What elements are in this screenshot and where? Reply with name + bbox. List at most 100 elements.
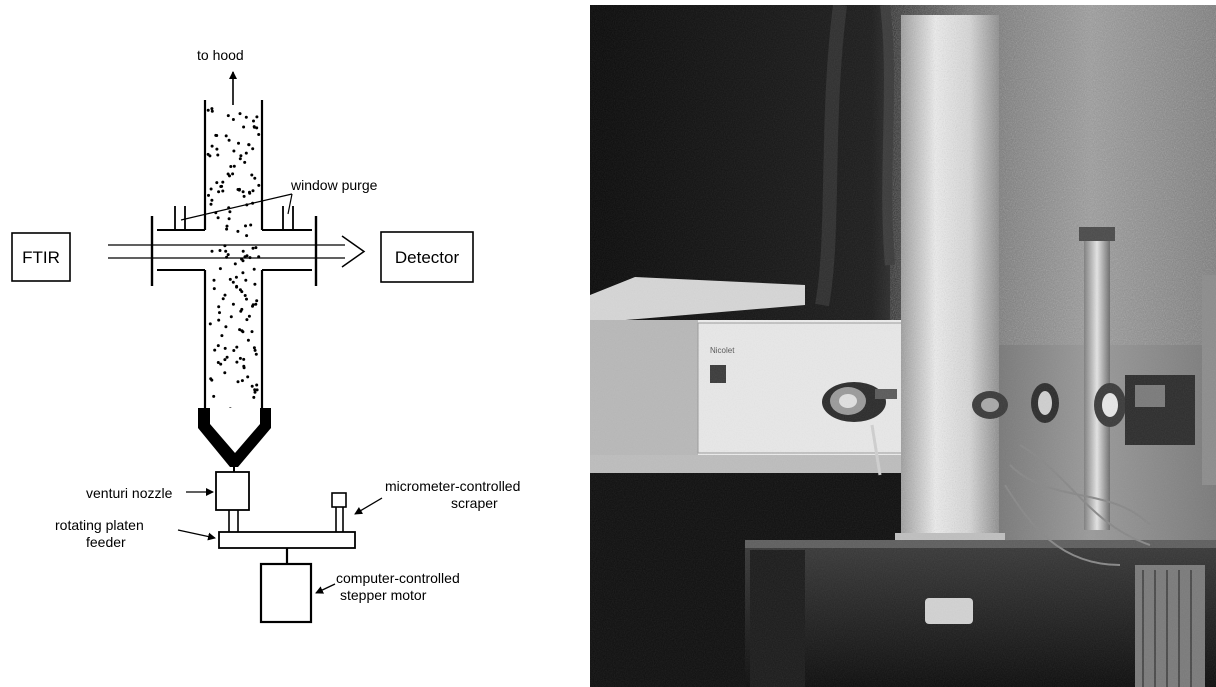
particle [244,416,247,419]
particle [238,356,242,360]
particle [255,383,259,387]
particle [225,355,229,359]
particle [224,134,228,138]
particle [257,456,260,459]
particle [255,126,259,130]
particle [221,297,225,301]
motor-label-line2: stepper motor [340,587,427,603]
particle [254,302,258,306]
particle [252,395,256,399]
particle [218,267,222,271]
particle [233,262,237,266]
particle [217,190,221,194]
particle [235,360,239,364]
particle [218,249,222,252]
particle [252,267,256,271]
particle [255,388,259,392]
particle [210,107,214,111]
particle [249,429,252,432]
apparatus-photo: Nicolet [590,5,1216,687]
particle [241,190,245,194]
particle [247,314,251,318]
particle [246,375,250,379]
particle [224,417,227,420]
particle [224,325,228,329]
particle [240,379,244,383]
particle [252,125,256,129]
particle [247,415,250,418]
particle [215,134,219,137]
particle [231,118,235,121]
particle [215,181,219,185]
particle [239,414,242,417]
ftir-label: FTIR [22,248,60,267]
particle [242,364,246,368]
apparatus-schematic: to hood window purge [11,47,520,624]
particle [249,223,253,227]
window-purge-pointer-right [287,193,293,215]
particle [248,190,251,194]
particle [226,421,229,424]
particle [222,431,225,434]
particle [206,108,210,112]
particle [228,407,232,408]
particle [227,217,231,221]
particle [250,173,254,177]
particle [232,349,236,352]
particle [255,115,259,119]
particle [238,112,242,116]
particle [206,152,210,156]
particle [237,141,240,145]
particle [242,194,246,198]
particle [250,454,253,457]
particle [255,299,259,303]
particle [213,348,217,352]
particle [210,198,214,202]
ftir-box [11,232,71,282]
ir-beam-arrowhead [341,235,366,268]
particle [229,165,233,168]
particle [252,426,255,429]
detector-label: Detector [395,248,460,267]
particle [231,280,235,284]
particle [238,328,242,332]
particle [241,271,245,275]
particle [221,180,225,184]
particle [240,290,244,294]
particle [216,216,220,220]
particle [210,249,214,253]
particle [223,293,227,297]
micrometer-knob [331,492,347,508]
particle [234,275,238,279]
particle [215,147,219,151]
particle [250,330,254,334]
particle [241,259,245,263]
particle [223,358,227,362]
flow-tube [203,100,264,408]
particle [229,315,233,319]
particle [228,210,232,214]
particle [212,278,216,282]
particle [212,287,216,291]
particle [237,439,240,442]
particle [240,329,244,333]
particle [242,357,246,361]
particle [253,176,257,180]
particle [209,202,213,206]
particle [232,149,236,153]
particle [226,114,230,118]
particle [252,420,255,423]
particle [244,426,247,429]
particle [245,297,248,301]
particle [239,431,242,434]
scraper-pointer [354,497,383,515]
particle [210,378,214,382]
platen-pointer [177,529,216,541]
particle [243,294,247,297]
particle [246,338,250,342]
particle [216,361,220,364]
particle [252,346,256,350]
scraper-label-line2: scraper [451,495,498,511]
particle [254,246,258,250]
